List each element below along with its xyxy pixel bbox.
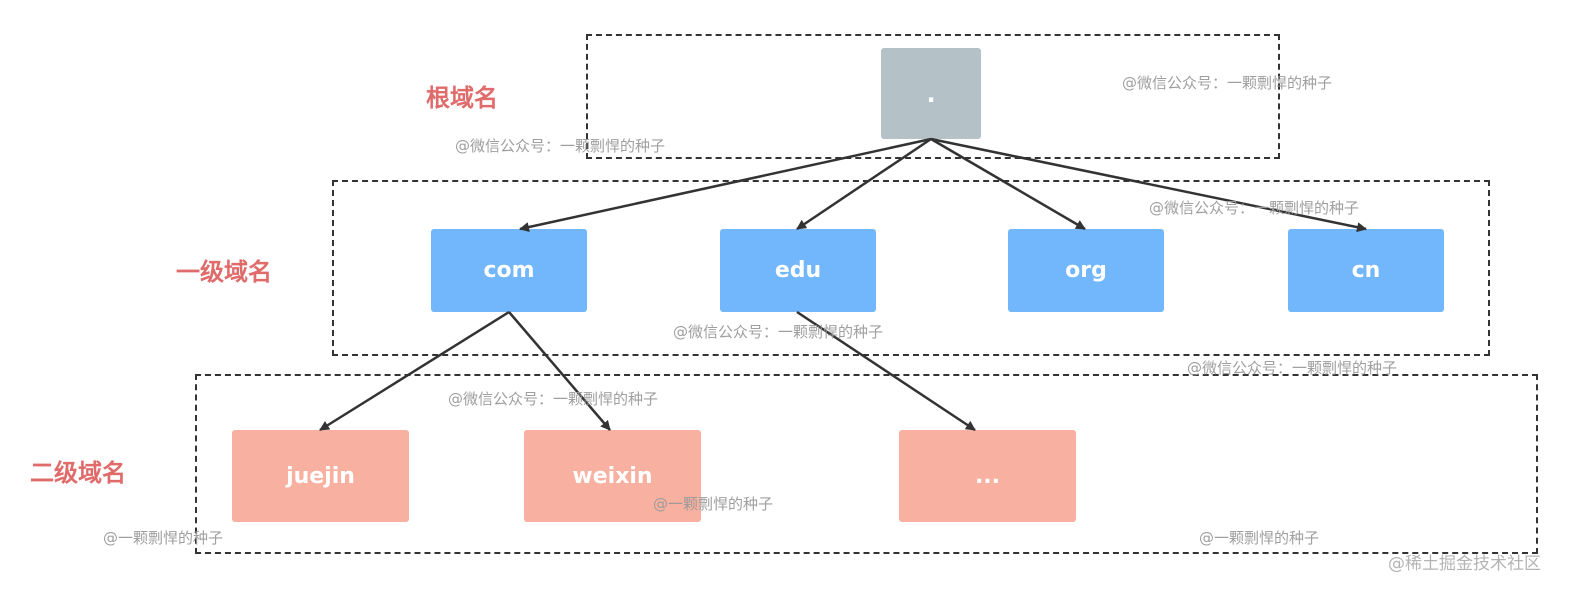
watermark-7: @一颗剽悍的种子 — [653, 495, 774, 513]
watermark-2: @微信公众号：一颗剽悍的种子 — [455, 137, 666, 155]
watermark-1: @微信公众号：一颗剽悍的种子 — [1122, 74, 1333, 92]
node-weixin: weixin — [524, 430, 701, 522]
first-level-label: 一级域名 — [176, 258, 272, 286]
brand-watermark: @稀土掘金技术社区 — [1388, 554, 1541, 574]
node-com: com — [431, 229, 587, 312]
watermark-6: @微信公众号：一颗剽悍的种子 — [448, 390, 659, 408]
root-level-label: 根域名 — [426, 84, 498, 112]
watermark-4: @微信公众号：一颗剽悍的种子 — [673, 323, 884, 341]
watermark-5: @微信公众号：一颗剽悍的种子 — [1187, 359, 1398, 377]
node-cn: cn — [1288, 229, 1444, 312]
node-edu: edu — [720, 229, 876, 312]
node-org: org — [1008, 229, 1164, 312]
node-more: ... — [899, 430, 1076, 522]
watermark-8: @一颗剽悍的种子 — [103, 529, 224, 547]
watermark-3: @微信公众号：一颗剽悍的种子 — [1149, 199, 1360, 217]
second-level-label: 二级域名 — [30, 459, 126, 487]
watermark-9: @一颗剽悍的种子 — [1199, 529, 1320, 547]
node-juejin: juejin — [232, 430, 409, 522]
root-node: . — [881, 48, 981, 139]
